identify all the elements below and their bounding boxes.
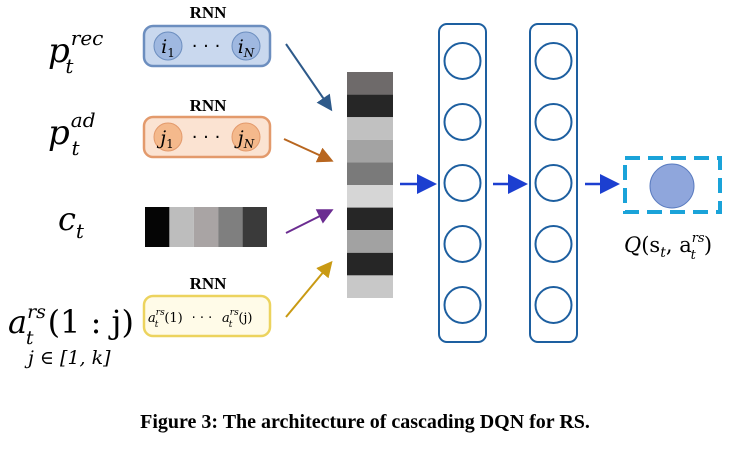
neuron-node bbox=[443, 103, 482, 141]
neuron-node bbox=[443, 286, 482, 324]
neuron-node bbox=[534, 225, 573, 263]
arrow-rs-to-state bbox=[285, 260, 333, 318]
state-vector-cell bbox=[347, 117, 393, 140]
state-vector-cell bbox=[347, 72, 393, 95]
context-feature-cell bbox=[193, 207, 219, 247]
rnn-rec-dots: · · · bbox=[192, 36, 221, 57]
neuron-node bbox=[443, 42, 482, 80]
rnn-label-ad: RNN bbox=[190, 96, 228, 115]
neuron-node bbox=[443, 225, 482, 263]
output-box bbox=[623, 156, 722, 214]
neuron-node bbox=[534, 103, 573, 141]
state-vector-cell bbox=[347, 139, 393, 163]
state-vector-cell bbox=[347, 162, 393, 185]
neuron-node bbox=[534, 286, 573, 324]
rnn-rec-last-label: iN bbox=[238, 36, 255, 60]
hidden-layer-2-nodes bbox=[534, 42, 573, 324]
figure-caption: Figure 3: The architecture of cascading … bbox=[140, 411, 590, 433]
rnn-ad-last-node bbox=[231, 122, 261, 152]
arrow-ct-to-state bbox=[285, 209, 334, 234]
rnn-ad-dots: · · · bbox=[192, 127, 221, 148]
neuron-node bbox=[534, 164, 573, 202]
rnn-label-rec: RNN bbox=[190, 3, 228, 22]
context-feature-cell bbox=[218, 207, 243, 247]
state-vector-cell bbox=[347, 230, 393, 253]
rnn-rs-dots: · · · bbox=[192, 311, 213, 326]
state-vector bbox=[347, 72, 393, 298]
neuron-node bbox=[534, 42, 573, 80]
output-node bbox=[649, 163, 695, 209]
input-range-j: j ∈ [1, k] bbox=[24, 347, 111, 369]
state-vector-cell bbox=[347, 252, 393, 276]
neuron-node bbox=[443, 164, 482, 202]
context-feature-cell bbox=[145, 207, 170, 247]
state-vector-cell bbox=[347, 94, 393, 118]
rnn-rec-first-node bbox=[153, 31, 183, 61]
context-feature-cell bbox=[169, 207, 194, 247]
context-feature-cell bbox=[242, 207, 267, 247]
state-vector-cell bbox=[347, 275, 393, 298]
arrow-rec-to-state bbox=[285, 43, 333, 112]
rnn-ad-first-label: j1 bbox=[156, 127, 174, 151]
state-vector-cell bbox=[347, 207, 393, 231]
state-vector-cell bbox=[347, 185, 393, 208]
rnn-rec-last-node bbox=[231, 31, 261, 61]
hidden-layer-2 bbox=[529, 23, 578, 343]
rnn-box-rs bbox=[142, 294, 272, 338]
rnn-label-rs: RNN bbox=[190, 274, 228, 293]
hidden-layer-1-nodes bbox=[443, 42, 482, 324]
rnn-ad-first-node bbox=[153, 122, 183, 152]
rnn-rec-first-label: i1 bbox=[161, 36, 175, 60]
rnn-ad-last-label: jN bbox=[234, 127, 255, 151]
input-label-c-t: ct bbox=[58, 200, 85, 243]
arrow-ad-to-state bbox=[283, 138, 334, 163]
context-feature-strip bbox=[145, 207, 267, 247]
hidden-layer-1 bbox=[438, 23, 487, 343]
